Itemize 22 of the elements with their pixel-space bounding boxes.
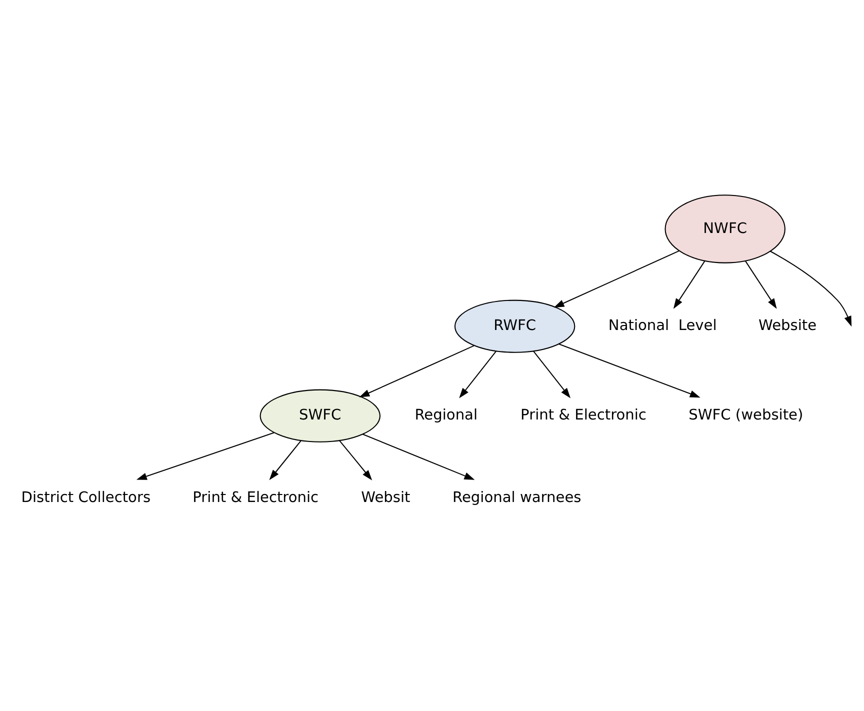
arrow	[362, 433, 474, 480]
node-text: SWFC (website)	[688, 406, 803, 424]
node-text: Website	[758, 316, 816, 334]
arrow	[358, 344, 474, 397]
node-text: Regional	[414, 406, 478, 424]
arrow	[744, 260, 776, 308]
arrow	[672, 260, 705, 308]
arrow	[532, 350, 570, 398]
arrow	[770, 250, 852, 326]
arrow	[553, 250, 679, 308]
node-text: Websit	[360, 488, 410, 506]
arrow	[558, 343, 700, 398]
arrow	[458, 350, 496, 398]
node-ellipse: NWFC	[664, 194, 785, 263]
arrow	[338, 440, 372, 480]
node-text: Print & Electronic	[192, 488, 318, 506]
node-text: Print & Electronic	[520, 406, 646, 424]
node-text: National Level	[608, 316, 716, 334]
node-text: Regional warnees	[452, 488, 581, 506]
node-text: District Collectors	[20, 488, 150, 506]
arrow	[136, 432, 274, 480]
arrow	[268, 440, 301, 480]
